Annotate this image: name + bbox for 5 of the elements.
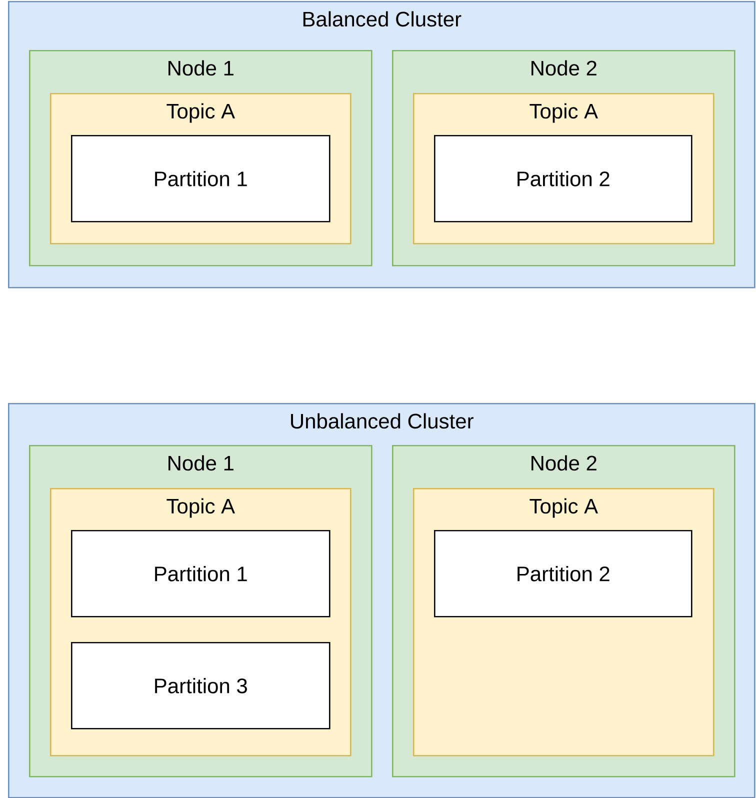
partition-box: Partition 1 (71, 135, 330, 222)
partition-box: Partition 2 (434, 530, 692, 618)
partition-box: Partition 3 (71, 642, 330, 730)
partition-box: Partition 1 (71, 530, 330, 618)
partition-box: Partition 2 (434, 135, 692, 222)
